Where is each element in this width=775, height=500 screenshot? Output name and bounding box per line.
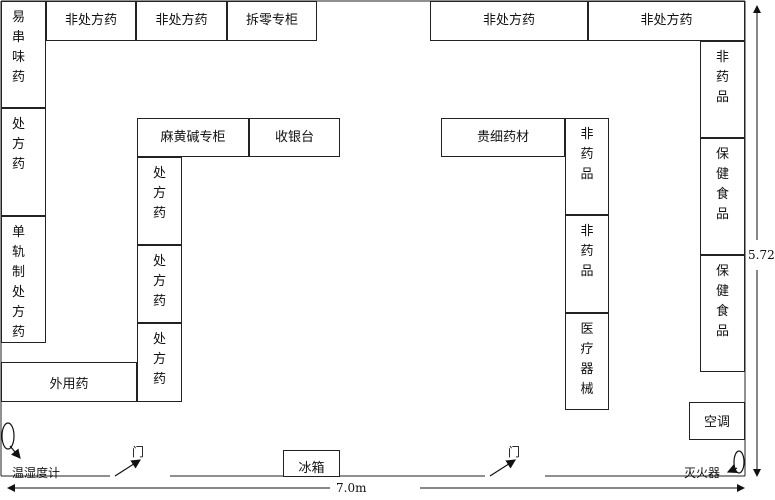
cabinet-label: 冰箱 bbox=[298, 461, 325, 476]
cabinet-label: 贵细药材 bbox=[476, 130, 529, 145]
door-left-label: 门 bbox=[132, 445, 145, 459]
cabinet-label: 非 药 品 bbox=[580, 224, 594, 279]
height-dimension: 5.72 bbox=[748, 248, 775, 262]
cabinet-top-left-2: 非处方药 bbox=[136, 1, 227, 41]
cabinet-right-2: 保 健 食 品 bbox=[700, 138, 745, 255]
cabinet-label: 处 方 药 bbox=[152, 254, 166, 309]
cabinet-top-left-3: 拆零专柜 bbox=[227, 1, 317, 41]
cabinet-label: 外用药 bbox=[49, 377, 89, 392]
cabinet-label: 处 方 药 bbox=[12, 117, 26, 172]
cabinet-left-1: 易 串 味 药 bbox=[1, 1, 46, 108]
cabinet-label: 非处方药 bbox=[482, 13, 535, 28]
cabinet-label: 易 串 味 药 bbox=[12, 10, 26, 85]
cabinet-center-left-1: 处 方 药 bbox=[137, 157, 182, 245]
thermo-hygrometer-icon bbox=[1, 422, 15, 450]
cabinet-label: 麻黄碱专柜 bbox=[160, 130, 226, 145]
cabinet-label: 收银台 bbox=[274, 130, 314, 145]
door-right-label: 门 bbox=[508, 445, 521, 459]
cabinet-external-medicine: 外用药 bbox=[1, 362, 137, 402]
cabinet-top-right-1: 非处方药 bbox=[430, 1, 588, 41]
cabinet-left-3: 单 轨 制 处 方 药 bbox=[1, 216, 46, 343]
cabinet-center-left-2: 处 方 药 bbox=[137, 245, 182, 323]
cabinet-medical-devices: 医 疗 器 械 bbox=[565, 313, 609, 410]
cabinet-label: 单 轨 制 处 方 药 bbox=[12, 225, 26, 340]
fire-extinguisher-label: 灭火器 bbox=[684, 466, 721, 480]
cabinet-label: 非 药 品 bbox=[580, 127, 594, 182]
cabinet-center-left-3: 处 方 药 bbox=[137, 323, 182, 402]
cabinet-label: 拆零专柜 bbox=[245, 13, 298, 28]
cabinet-center-right-2: 非 药 品 bbox=[565, 215, 609, 313]
cabinet-label: 空调 bbox=[703, 415, 730, 430]
cabinet-label: 保 健 食 品 bbox=[715, 147, 729, 222]
cabinet-label: 处 方 药 bbox=[152, 166, 166, 221]
cabinet-label: 非处方药 bbox=[640, 13, 693, 28]
cabinet-label: 非处方药 bbox=[64, 13, 117, 28]
door-left-arrow bbox=[114, 459, 142, 477]
cabinet-right-3: 保 健 食 品 bbox=[700, 255, 745, 372]
fire-extinguisher-icon bbox=[733, 450, 745, 474]
thermo-hygrometer-label: 温湿度计 bbox=[12, 466, 61, 480]
cabinet-right-1: 非 药 品 bbox=[700, 41, 745, 138]
air-conditioner: 空调 bbox=[689, 402, 745, 440]
refrigerator: 冰箱 bbox=[283, 450, 340, 477]
cabinet-ephedrine: 麻黄碱专柜 bbox=[137, 118, 249, 157]
cabinet-label: 非处方药 bbox=[155, 13, 208, 28]
cabinet-top-right-2: 非处方药 bbox=[588, 1, 745, 41]
cashier-counter: 收银台 bbox=[249, 118, 340, 157]
cabinet-label: 医 疗 器 械 bbox=[580, 322, 594, 397]
cabinet-label: 非 药 品 bbox=[715, 50, 729, 105]
cabinet-center-right-1: 非 药 品 bbox=[565, 118, 609, 215]
door-right-arrow bbox=[489, 459, 517, 477]
cabinet-left-2: 处 方 药 bbox=[1, 108, 46, 216]
cabinet-precious-herbs: 贵细药材 bbox=[441, 118, 565, 157]
cabinet-label: 保 健 食 品 bbox=[715, 264, 729, 339]
cabinet-label: 处 方 药 bbox=[152, 332, 166, 387]
cabinet-top-left-1: 非处方药 bbox=[46, 1, 136, 41]
width-dimension: 7.0m bbox=[330, 481, 373, 495]
